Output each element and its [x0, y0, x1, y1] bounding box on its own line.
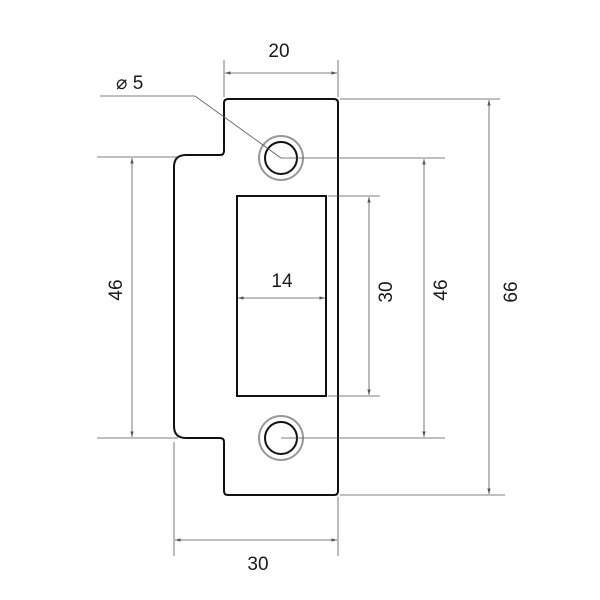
latch-slot — [236, 195, 327, 397]
dim-top-width: 20 — [268, 41, 289, 62]
dim-slot-height: 30 — [376, 281, 397, 302]
dim-hole-diameter: ⌀ 5 — [116, 73, 143, 94]
dim-slot-width: 14 — [271, 271, 293, 292]
extension-lines — [97, 60, 505, 556]
dim-hole-spacing-right: 46 — [431, 279, 452, 300]
dim-total-height: 66 — [501, 281, 522, 302]
dim-hole-spacing-left: 46 — [106, 279, 127, 300]
dim-total-width: 30 — [247, 554, 268, 575]
dimension-lines — [100, 71, 491, 542]
